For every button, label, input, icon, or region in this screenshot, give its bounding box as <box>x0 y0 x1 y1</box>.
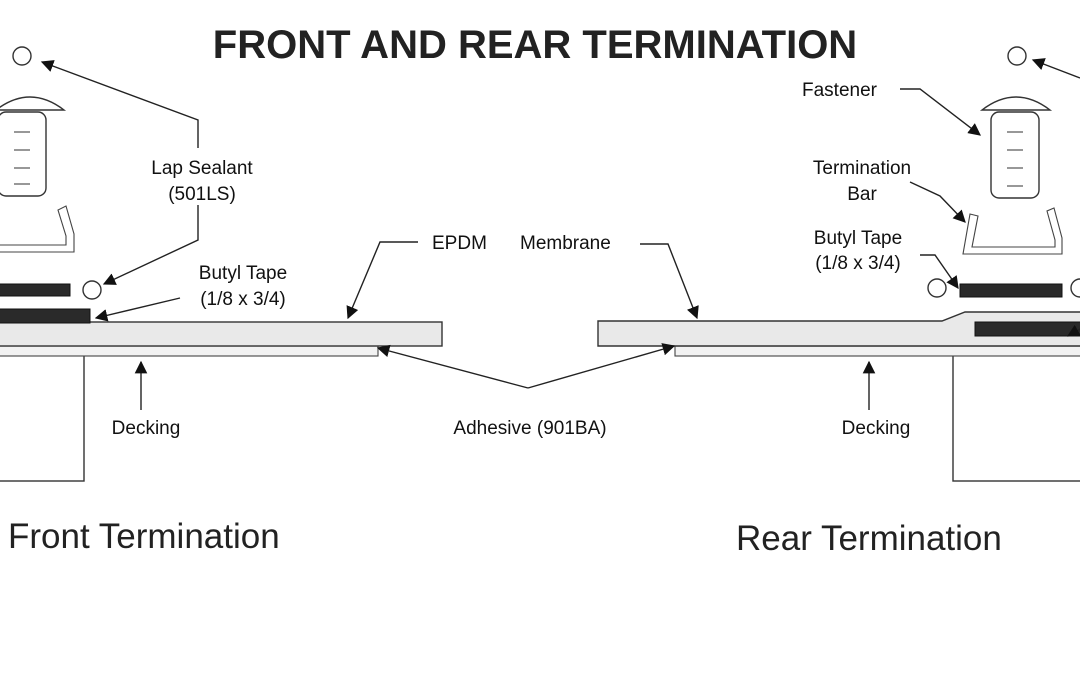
leader-lines <box>40 58 1080 410</box>
rear-lap-sealant-bead-right <box>1070 278 1080 298</box>
rear-fastener-icon <box>979 96 1053 199</box>
label-termination: Termination <box>813 158 911 179</box>
labels: Lap Sealant (501LS) Butyl Tape (1/8 x 3/… <box>112 80 911 439</box>
label-decking-left: Decking <box>112 418 181 439</box>
front-lap-sealant-bead <box>82 280 102 300</box>
fastener-arrow <box>900 88 981 136</box>
rear-butyl-tape-upper <box>959 283 1063 298</box>
rear-termination-bar <box>962 207 1063 255</box>
adhesive-arrow-right <box>527 343 676 389</box>
label-membrane: Membrane <box>520 233 611 254</box>
membrane-arrow <box>640 243 699 320</box>
epdm-arrow <box>346 241 418 320</box>
lap-sealant-arrow-bottom <box>102 205 199 285</box>
label-lap-sealant-code: (501LS) <box>168 184 236 205</box>
label-butyl-tape-right-size: (1/8 x 3/4) <box>815 253 901 274</box>
rear-epdm-membrane <box>597 311 1080 347</box>
caption-rear-termination: Rear Termination <box>736 519 1002 558</box>
rear-lap-sealant-top <box>1007 46 1027 66</box>
diagram-title: FRONT AND REAR TERMINATION <box>213 23 857 67</box>
front-termination-assembly <box>0 46 443 482</box>
rear-decking-block <box>952 354 1080 482</box>
label-lap-sealant: Lap Sealant <box>151 158 253 179</box>
front-adhesive-layer <box>0 345 379 357</box>
front-butyl-tape-lower <box>0 308 91 324</box>
label-adhesive: Adhesive (901BA) <box>453 418 606 439</box>
label-butyl-tape-left: Butyl Tape <box>199 263 287 284</box>
rear-top-sealant-arrow <box>1031 58 1080 79</box>
termination-bar-arrow <box>909 181 966 223</box>
label-decking-right: Decking <box>842 418 911 439</box>
front-epdm-membrane <box>0 321 443 347</box>
label-butyl-tape-left-size: (1/8 x 3/4) <box>200 289 286 310</box>
front-fastener-icon <box>0 96 67 197</box>
front-butyl-tape-upper <box>0 283 71 297</box>
rear-termination-assembly <box>597 46 1080 482</box>
front-termination-bar <box>0 205 75 253</box>
front-lap-sealant-top <box>12 46 32 66</box>
butyl-tape-left-arrow <box>94 297 181 322</box>
adhesive-arrow-left <box>376 344 529 389</box>
label-fastener: Fastener <box>802 80 878 101</box>
label-butyl-tape-right: Butyl Tape <box>814 228 902 249</box>
butyl-tape-right-arrow <box>920 254 959 290</box>
caption-front-termination: Front Termination <box>8 517 280 556</box>
lap-sealant-arrow-top <box>40 60 199 148</box>
rear-lap-sealant-bead-left <box>927 278 947 298</box>
rear-adhesive-layer <box>674 345 1080 357</box>
front-decking-block <box>0 354 85 482</box>
rear-butyl-tape-lower <box>974 321 1080 337</box>
label-bar: Bar <box>847 184 877 205</box>
label-epdm: EPDM <box>432 233 487 254</box>
